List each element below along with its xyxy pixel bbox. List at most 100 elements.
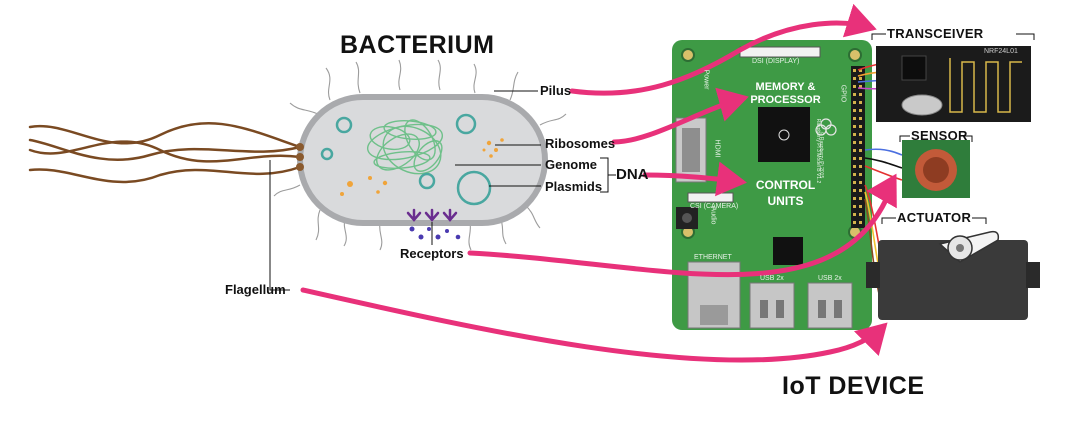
gpio-pin	[859, 69, 862, 72]
sensor-bracket	[899, 135, 973, 142]
gpio-pin	[853, 109, 856, 112]
control-units-line1: CONTROL	[755, 178, 816, 192]
bacterium-cell	[297, 94, 548, 226]
gpio-pin	[859, 117, 862, 120]
gpio-pin	[859, 85, 862, 88]
transceiver-board	[876, 46, 1031, 122]
gpio-pin	[859, 165, 862, 168]
flagella	[28, 122, 302, 184]
control-units-label: CONTROL UNITS	[748, 177, 823, 209]
gpio-pin	[853, 101, 856, 104]
gpio-pin	[853, 173, 856, 176]
audio-jack-hole	[682, 213, 692, 223]
gpio-pin	[853, 93, 856, 96]
gpio-pin	[853, 189, 856, 192]
soc-chip	[758, 107, 810, 162]
gpio-pin	[859, 197, 862, 200]
usb-slots	[760, 300, 842, 318]
gpio-pin	[853, 141, 856, 144]
gpio-pin	[853, 77, 856, 80]
receptors	[406, 208, 458, 222]
sensor-label: SENSOR	[911, 128, 968, 143]
gpio-pin	[853, 149, 856, 152]
genome-tangle	[366, 119, 444, 175]
gpio-pin	[859, 141, 862, 144]
gpio-pin	[859, 133, 862, 136]
servo-body	[878, 240, 1028, 320]
arrow-pilus-to-transceiver	[569, 3, 877, 96]
raspberry-logo	[815, 118, 837, 136]
gpio-pins	[853, 69, 862, 224]
gpio-pin	[859, 213, 862, 216]
hdmi-silkscreen: HDMI	[713, 139, 721, 158]
gpio-pin	[859, 93, 862, 96]
gpio-pin	[859, 181, 862, 184]
servo-tab-right	[1026, 262, 1040, 288]
gpio-pin	[853, 157, 856, 160]
bacterium-leader-lines	[269, 90, 616, 291]
gpio-pin	[853, 133, 856, 136]
gpio-pin	[859, 205, 862, 208]
gpio-pin	[853, 181, 856, 184]
gpio-pin	[859, 77, 862, 80]
arrow-ribosomes-to-memory	[611, 87, 749, 145]
actuator-label: ACTUATOR	[897, 210, 972, 225]
ethernet-port-inner	[700, 305, 728, 325]
control-units-line2: UNITS	[767, 194, 804, 208]
csi-connector	[687, 192, 734, 203]
sensor-element-inner	[923, 157, 949, 183]
dna-label: DNA	[616, 166, 649, 183]
plasmids-label: Plasmids	[545, 179, 603, 194]
receptor-molecules	[409, 226, 461, 240]
arrow-receptors-to-sensor	[467, 173, 897, 278]
servo-tab-left	[866, 262, 880, 288]
transceiver-label: TRANSCEIVER	[887, 26, 984, 41]
gpio-pin	[859, 125, 862, 128]
plasmids	[320, 113, 492, 206]
actuator-bracket	[881, 217, 987, 224]
gpio-pin	[853, 197, 856, 200]
control-chip	[773, 237, 803, 265]
gpio-pin	[853, 85, 856, 88]
power-silkscreen: Power	[702, 69, 710, 90]
csi-silkscreen: CSI (CAMERA)	[690, 203, 739, 210]
flagellum-bases	[296, 143, 304, 171]
gpio-pin	[853, 213, 856, 216]
genome-label: Genome	[545, 157, 598, 172]
gpio-pin	[859, 221, 862, 224]
transceiver-chip-body	[901, 55, 927, 81]
gpio-pin	[859, 189, 862, 192]
receptors-label: Receptors	[400, 246, 464, 261]
gpio-pin	[853, 117, 856, 120]
hdmi-port-inner	[682, 128, 700, 172]
usb-port-right	[807, 282, 853, 329]
gpio-pin	[853, 205, 856, 208]
mapping-arrows	[300, 3, 897, 363]
gpio-silkscreen: GPIO	[839, 84, 847, 103]
arrow-dna-to-control-units	[642, 161, 747, 197]
transceiver-antenna	[949, 58, 1022, 113]
gpio-pin	[859, 109, 862, 112]
servo-hub-screw	[956, 244, 964, 252]
bacterium-title: BACTERIUM	[340, 31, 495, 59]
gpio-pin	[859, 173, 862, 176]
gpio-pin	[859, 149, 862, 152]
usb-left-silkscreen: USB 2x	[760, 275, 784, 282]
flagellum-label: Flagellum	[225, 282, 286, 297]
ribosomes	[340, 138, 504, 196]
transceiver-crystal	[901, 94, 943, 116]
memory-processor-label: MEMORY & PROCESSOR	[748, 81, 823, 107]
iot-device-title: IoT DEVICE	[782, 372, 925, 400]
memory-processor-line2: PROCESSOR	[750, 94, 821, 106]
soc-chip-dot	[778, 129, 790, 141]
gpio-pin	[853, 165, 856, 168]
gpio-pin	[853, 69, 856, 72]
pilus-label: Pilus	[540, 83, 572, 98]
gpio-pin	[859, 157, 862, 160]
gpio-header	[851, 66, 865, 228]
usb-right-silkscreen: USB 2x	[818, 275, 842, 282]
audio-silkscreen: Audio	[709, 206, 717, 225]
memory-processor-line1: MEMORY &	[755, 81, 816, 93]
gpio-pin	[853, 221, 856, 224]
